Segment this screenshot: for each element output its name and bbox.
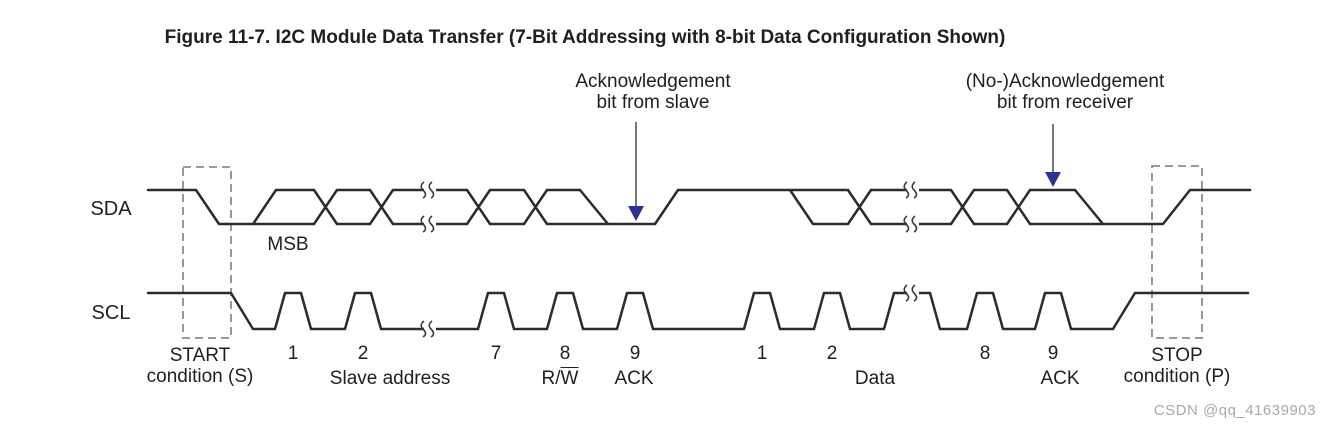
csdn-watermark: CSDN @qq_41639903: [1153, 402, 1316, 419]
read-write-label: R/W: [542, 368, 579, 389]
line-break-marks: [420, 181, 919, 338]
sda-signal-label: SDA: [90, 198, 132, 220]
data-bit-1: 1: [756, 343, 768, 364]
start-condition-label-line1: START: [169, 345, 231, 366]
ack-receiver-arrow-icon: [1045, 124, 1061, 187]
break-scl-left-icon: [420, 320, 436, 338]
data-bit-9: 9: [1047, 343, 1059, 364]
break-sda-low-left-icon: [420, 215, 436, 233]
stop-condition-box: [1151, 165, 1203, 339]
addr-bit-9: 9: [629, 343, 641, 364]
break-sda-high-left-icon: [420, 181, 436, 199]
ack-slave-label: ACK: [614, 368, 654, 389]
ack-receiver-annotation-line2: bit from receiver: [996, 92, 1134, 113]
scl-waveform: [146, 291, 1250, 331]
start-condition-label-line2: condition (S): [146, 366, 254, 387]
ack-receiver-annotation: (No-)Acknowledgement bit from receiver: [966, 71, 1165, 113]
stop-condition-label: STOP condition (P): [1124, 345, 1231, 387]
read-write-label-wbar: W: [560, 368, 579, 389]
read-write-label-prefix: R/: [541, 368, 561, 389]
ack-receiver-annotation-line1: (No-)Acknowledgement: [965, 71, 1165, 92]
break-sda-high-right-icon: [903, 181, 919, 199]
start-condition-label: START condition (S): [147, 345, 254, 387]
addr-bit-1: 1: [287, 343, 299, 364]
stop-condition-label-line2: condition (P): [1123, 366, 1231, 387]
ack-slave-arrow-icon: [628, 122, 644, 221]
data-label: Data: [854, 368, 896, 389]
addr-bit-7: 7: [490, 343, 502, 364]
stop-condition-label-line1: STOP: [1151, 345, 1203, 366]
msb-label: MSB: [267, 234, 309, 255]
ack-receiver-label: ACK: [1040, 368, 1080, 389]
slave-address-label: Slave address: [329, 368, 451, 389]
ack-slave-annotation-line2: bit from slave: [596, 92, 710, 113]
addr-bit-8: 8: [559, 343, 571, 364]
data-bit-2: 2: [826, 343, 838, 364]
start-condition-box: [182, 166, 232, 339]
addr-bit-2: 2: [357, 343, 369, 364]
scl-signal-label: SCL: [91, 302, 131, 324]
figure-title: Figure 11-7. I2C Module Data Transfer (7…: [164, 27, 1006, 48]
sda-waveform: [146, 188, 1252, 226]
ack-slave-annotation: Acknowledgement bit from slave: [575, 71, 730, 113]
break-scl-right-icon: [903, 284, 919, 302]
ack-slave-annotation-line1: Acknowledgement: [575, 71, 731, 92]
data-bit-8: 8: [979, 343, 991, 364]
break-sda-low-right-icon: [903, 215, 919, 233]
